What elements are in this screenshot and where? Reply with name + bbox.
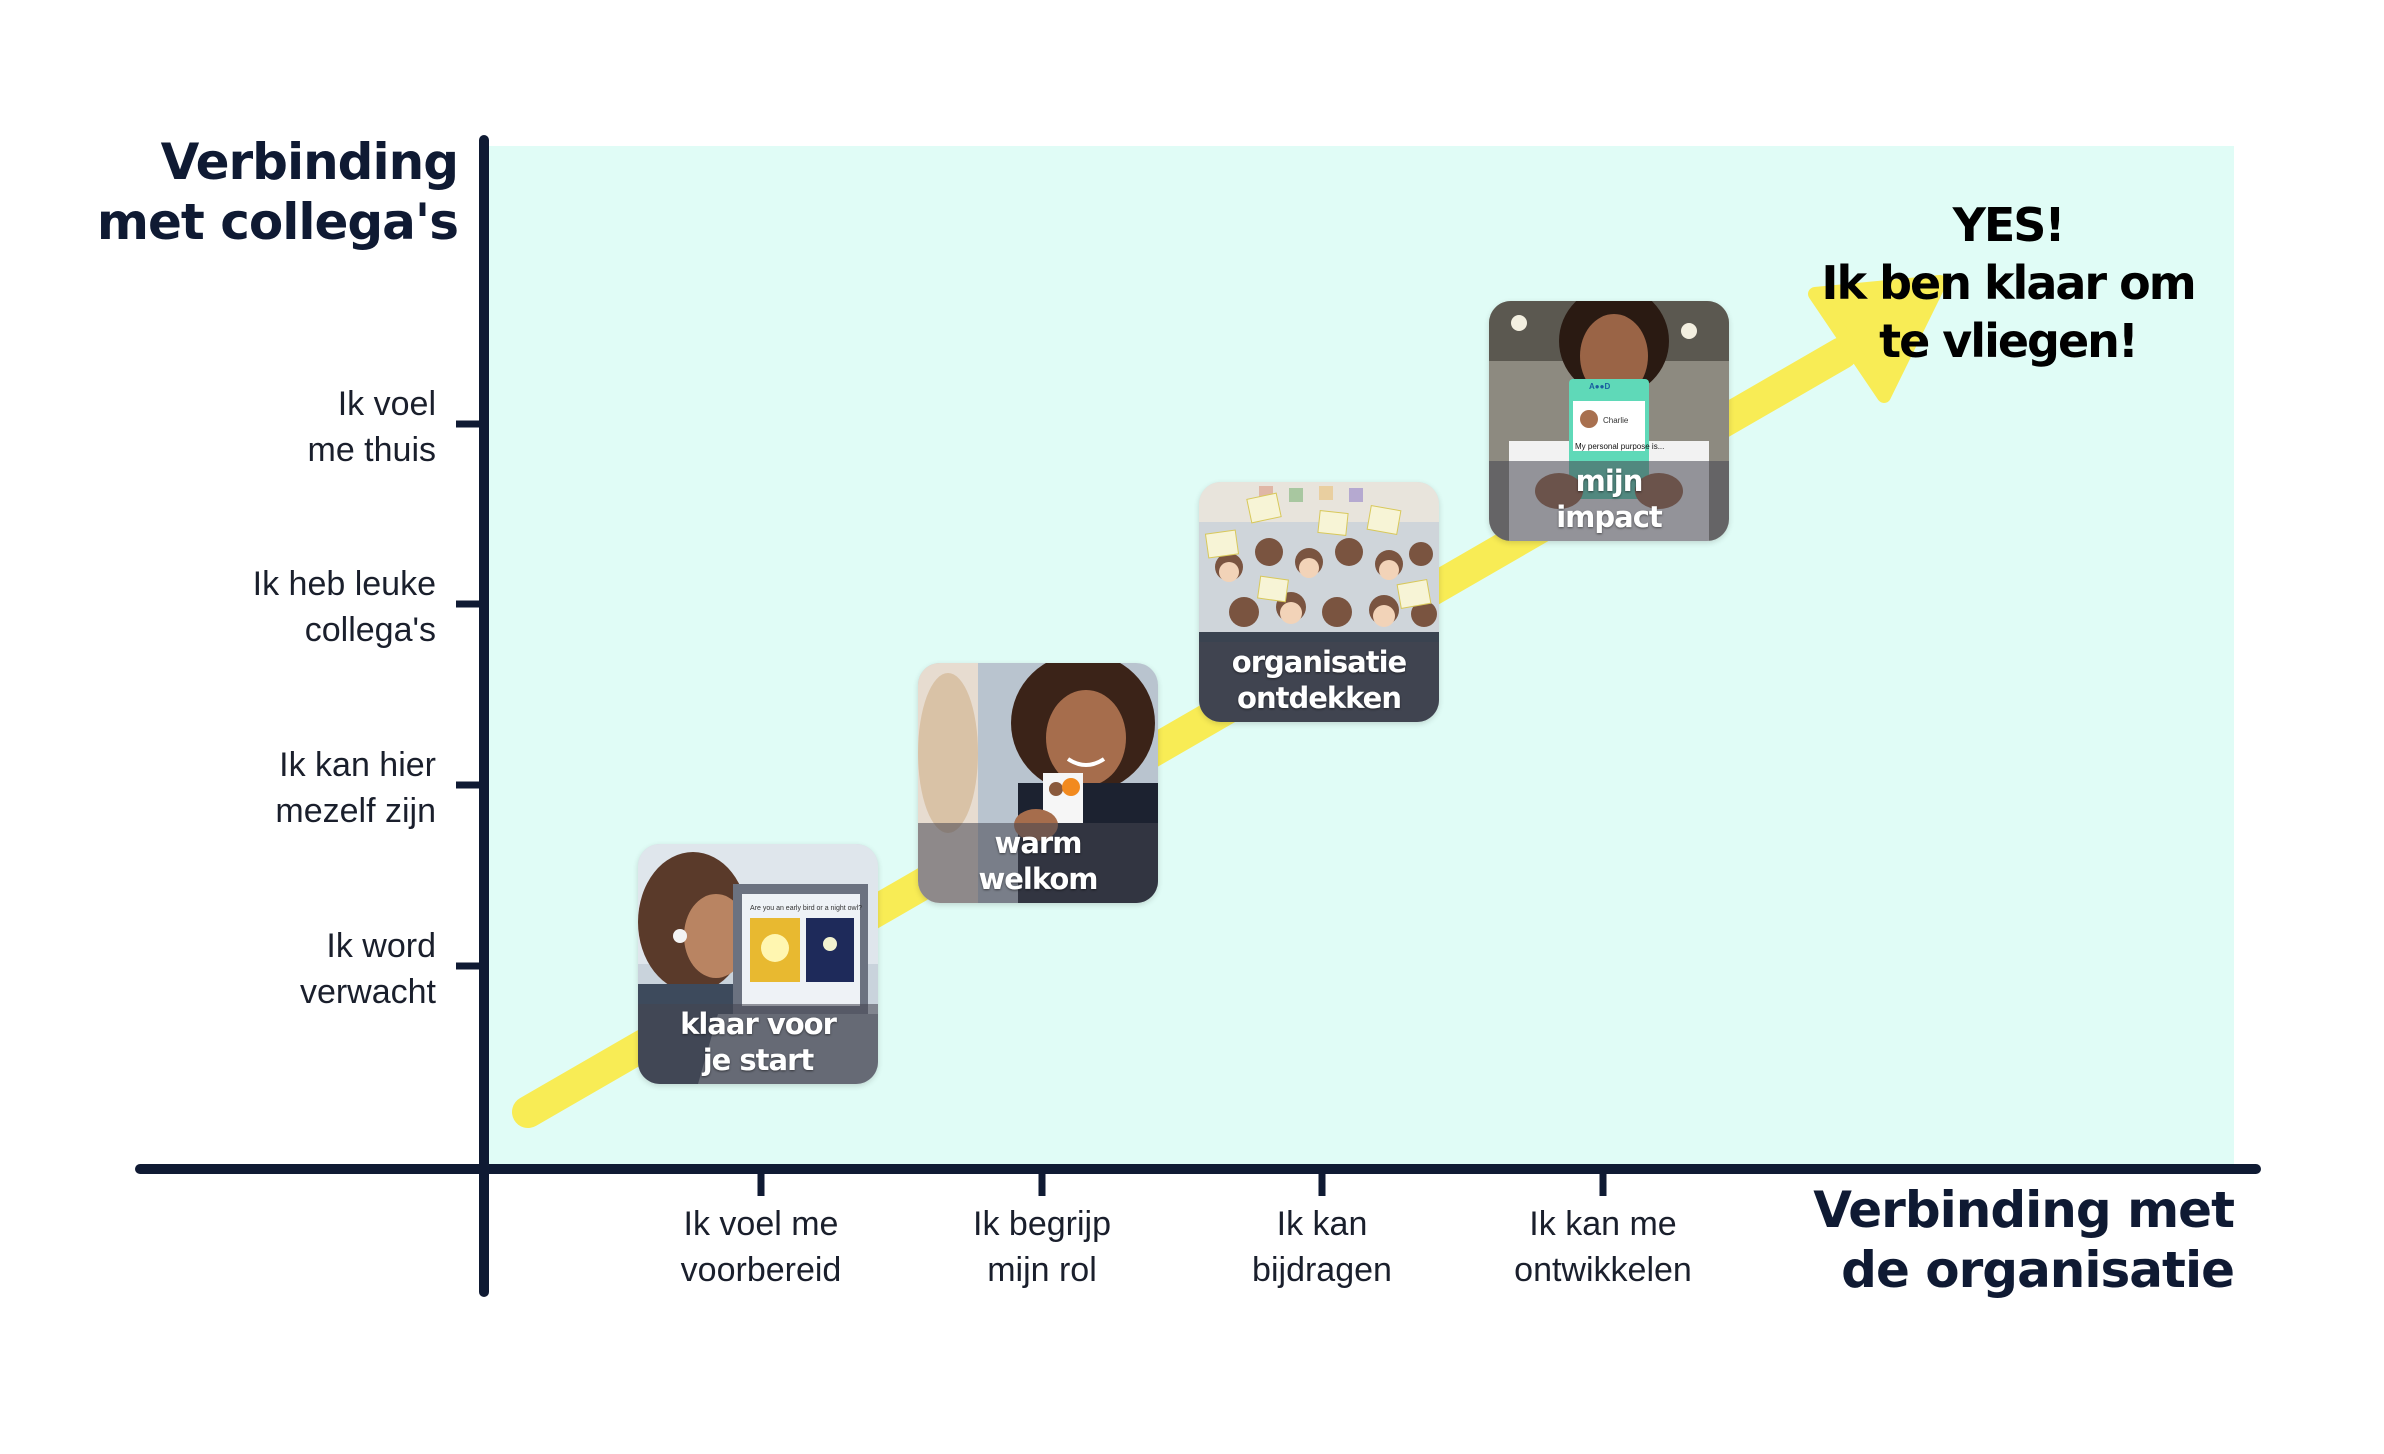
goal-text: YES! Ik ben klaar om te vliegen!: [1821, 198, 2196, 368]
badge-name: Charlie: [1603, 416, 1629, 425]
svg-text:A●●D: A●●D: [1589, 382, 1610, 391]
y-tick-label: Ik heb leuke collega's: [252, 565, 436, 649]
x-axis-title: Verbinding met de organisatie: [1813, 1181, 2235, 1299]
y-tick-label: Ik kan hier mezelf zijn: [275, 746, 436, 830]
badge-purpose-text: My personal purpose is...: [1575, 442, 1664, 451]
y-axis-title: Verbinding met collega's: [96, 133, 459, 251]
x-tick-label: Ik begrijp mijn rol: [973, 1205, 1111, 1289]
caption-band: [1489, 461, 1729, 541]
y-tick-label: Ik voel me thuis: [307, 385, 437, 469]
step-caption: mijn impact: [1556, 464, 1663, 534]
step-card-klaar-voor-je-start[interactable]: Are you an early bird or a night owl? kl…: [638, 844, 878, 1084]
x-tick-label: Ik kan me ontwikkelen: [1514, 1205, 1692, 1289]
growth-arrow-head: [1808, 275, 1947, 403]
caption-band: [918, 823, 1158, 903]
laptop-screen-text: Are you an early bird or a night owl?: [750, 905, 862, 912]
step-card-warm-welkom[interactable]: warm welkom: [918, 663, 1158, 903]
step-caption: klaar voor je start: [680, 1007, 837, 1077]
step-caption: warm welkom: [978, 826, 1098, 896]
step-card-organisatie-ontdekken[interactable]: organisatie ontdekken: [1199, 482, 1439, 722]
caption-band: [638, 1004, 878, 1084]
y-tick-label: Ik word verwacht: [299, 927, 436, 1011]
step-caption: organisatie ontdekken: [1231, 645, 1407, 715]
step-card-mijn-impact[interactable]: A●●D Charlie My personal purpose is... m…: [1489, 301, 1729, 541]
caption-band: [1199, 642, 1439, 722]
x-tick-label: Ik voel me voorbereid: [680, 1205, 842, 1289]
x-tick-label: Ik kan bijdragen: [1252, 1205, 1392, 1289]
